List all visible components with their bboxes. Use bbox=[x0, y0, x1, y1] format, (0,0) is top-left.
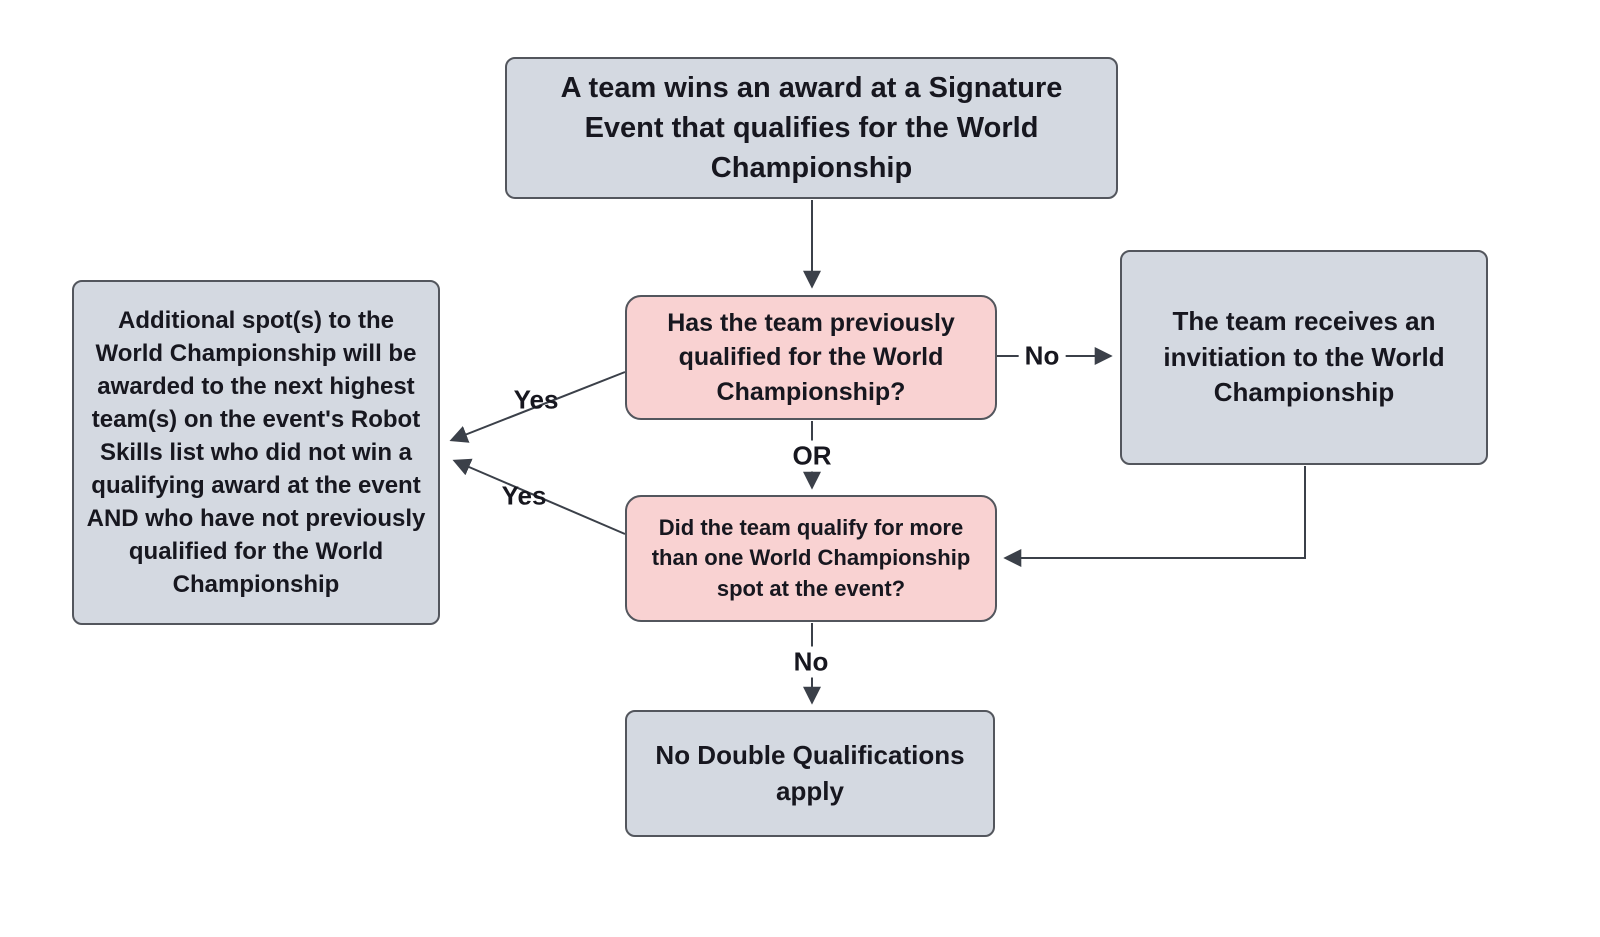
node-nodouble-text: No Double Qualifications apply bbox=[655, 739, 965, 806]
node-additional-spots: Additional spot(s) to the World Champion… bbox=[72, 280, 440, 625]
node-question-previously-qualified: Has the team previously qualified for th… bbox=[625, 295, 997, 420]
node-invitation-received: The team receives an invitiation to the … bbox=[1120, 250, 1488, 465]
node-question-multiple-spots: Did the team qualify for more than one W… bbox=[625, 495, 997, 622]
edge-label-or: OR bbox=[786, 440, 838, 472]
node-no-double-qualifications: No Double Qualifications apply bbox=[625, 710, 995, 837]
node-q2-text: Did the team qualify for more than one W… bbox=[651, 514, 971, 601]
node-start-award-won: A team wins an award at a Signature Even… bbox=[505, 57, 1118, 199]
edge-label-no-bottom: No bbox=[787, 646, 835, 678]
node-invite-text: The team receives an invitiation to the … bbox=[1163, 305, 1445, 408]
edge-label-yes-bottom: Yes bbox=[501, 480, 547, 511]
edge-invite-to-q2 bbox=[1003, 466, 1306, 567]
node-start-text: A team wins an award at a Signature Even… bbox=[560, 71, 1063, 185]
node-additional-text: Additional spot(s) to the World Champion… bbox=[86, 306, 426, 599]
node-q1-text: Has the team previously qualified for th… bbox=[667, 308, 955, 406]
edge-label-no-right: No bbox=[1018, 340, 1066, 372]
edge-label-yes-top: Yes bbox=[513, 384, 559, 415]
